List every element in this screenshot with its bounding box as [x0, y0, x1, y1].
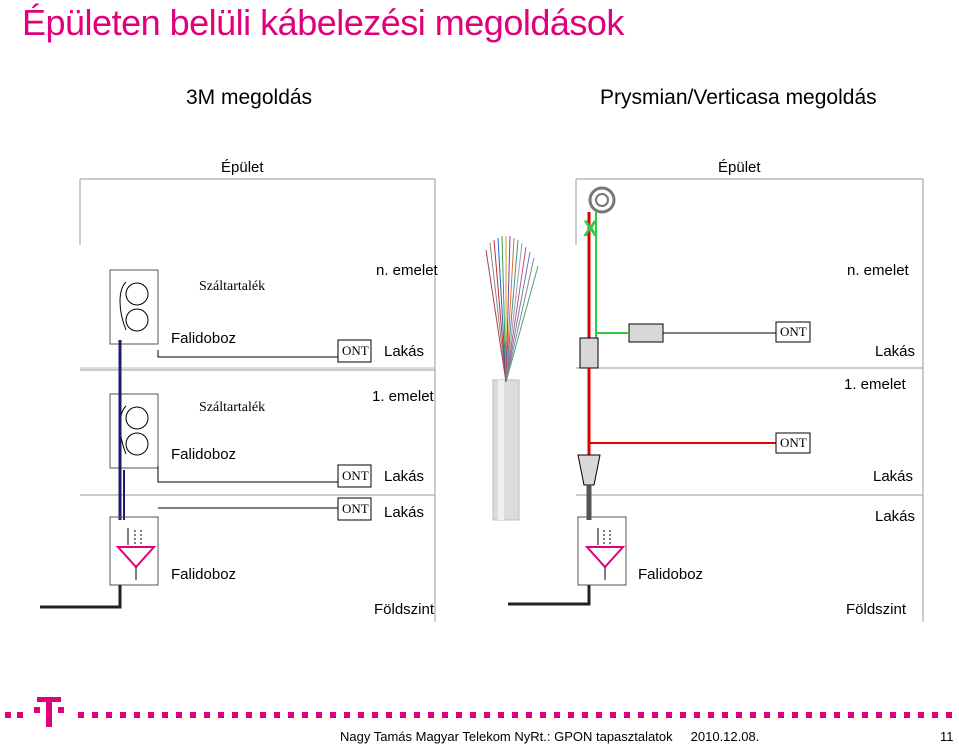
left-distbox-label-g: Falidoboz: [171, 566, 237, 583]
left-building-label: Épület: [221, 159, 264, 176]
left-floor-1: 1. emelet: [372, 388, 434, 405]
footer-text: Nagy Tamás Magyar Telekom NyRt.: GPON ta…: [340, 729, 760, 744]
fiber-holder-box-1: [109, 393, 159, 469]
left-distbox-label-1: Falidoboz: [171, 446, 237, 463]
right-floor-n: n. emelet: [847, 262, 909, 279]
right-apartment-n: Lakás: [875, 343, 916, 360]
telekom-logo-icon: [34, 697, 64, 727]
fiber-coil-icon: [588, 186, 616, 214]
footer-dots: [5, 712, 952, 718]
left-ground-cable: [40, 585, 122, 609]
left-distbox-label-n: Falidoboz: [171, 330, 237, 347]
left-floor-n: n. emelet: [376, 262, 438, 279]
left-ground: Földszint: [374, 601, 435, 618]
right-ground: Földszint: [846, 601, 907, 618]
slide-title: Épületen belüli kábelezési megoldások: [22, 2, 624, 43]
left-fiber-holder-label-1: Száltartalék: [199, 400, 266, 415]
right-heading: Prysmian/Verticasa megoldás: [600, 86, 877, 109]
right-building-label: Épület: [718, 159, 761, 176]
right-floor-1: 1. emelet: [844, 376, 906, 393]
left-building: [79, 178, 436, 622]
left-apartment-1: Lakás: [384, 468, 425, 485]
fiber-holder-box-n: [109, 269, 159, 345]
fiber-cable-illustration: [485, 235, 539, 521]
left-apartment-n: Lakás: [384, 343, 425, 360]
right-building: [575, 178, 924, 622]
left-ont-1: ONT: [342, 468, 369, 483]
left-ont-g: ONT: [342, 501, 369, 516]
left-apartment-g: Lakás: [384, 504, 425, 521]
right-ont-1: ONT: [780, 435, 807, 450]
left-ont-n: ONT: [342, 343, 369, 358]
cut-mark: X: [583, 216, 598, 241]
left-ground-box: [109, 516, 159, 586]
left-fiber-holder-label-n: Száltartalék: [199, 279, 266, 294]
page-number: 11: [940, 729, 954, 744]
right-apartment-g: Lakás: [875, 508, 916, 525]
left-heading: 3M megoldás: [186, 86, 313, 109]
right-distbox-label: Falidoboz: [638, 566, 704, 583]
right-ont-n: ONT: [780, 324, 807, 339]
right-apartment-1: Lakás: [873, 468, 914, 485]
